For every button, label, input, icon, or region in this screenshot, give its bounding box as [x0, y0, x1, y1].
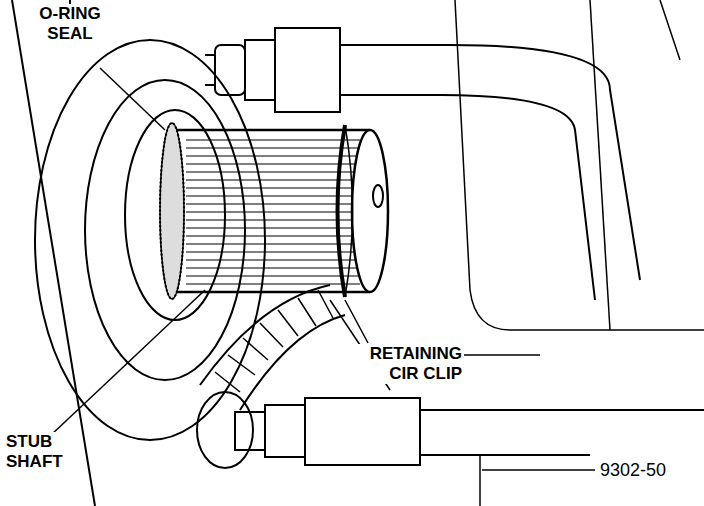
retaining-clip	[338, 125, 346, 297]
spline-groove	[186, 147, 360, 148]
leader-line	[462, 354, 540, 356]
frame-line	[660, 0, 680, 60]
spline-groove	[186, 275, 360, 276]
fitting-nut	[215, 45, 245, 95]
retaining-clip	[345, 125, 353, 297]
o-ring-outline	[160, 123, 184, 299]
leader-line	[50, 290, 205, 436]
spline-groove	[186, 243, 360, 244]
spline-groove	[186, 179, 360, 180]
shaft-bore	[125, 110, 225, 320]
spline-groove	[186, 219, 360, 220]
spline-groove	[186, 155, 360, 156]
spline-groove	[186, 203, 360, 204]
spline-groove	[186, 235, 360, 236]
spline-groove	[186, 139, 360, 140]
fitting-nut	[235, 412, 265, 450]
spline-groove	[186, 163, 360, 164]
figure-number: 9302-50	[598, 460, 668, 480]
hose-ribs	[215, 290, 333, 392]
o-ring-seal	[160, 123, 184, 299]
spline-groove	[186, 251, 360, 252]
thread	[205, 55, 215, 85]
spline-groove	[186, 259, 360, 260]
part-label: RETAINING CIR CLIP	[336, 344, 464, 384]
part-label: O-RING SEAL	[26, 4, 114, 44]
frame-line	[479, 455, 481, 506]
spline-groove	[186, 187, 360, 188]
tube-nut	[305, 398, 420, 465]
spline-groove	[186, 283, 360, 284]
spline-groove	[186, 267, 360, 268]
pump-face	[85, 80, 245, 380]
bracket-edge	[12, 0, 95, 506]
pressure-line	[340, 95, 595, 300]
leader-line	[345, 300, 368, 343]
leader-line	[100, 68, 165, 130]
tube-nut	[275, 28, 340, 112]
return-line	[420, 410, 704, 455]
pump-body	[35, 40, 265, 440]
shaft-end	[352, 130, 388, 292]
spline-groove	[186, 195, 360, 196]
part-label: STUB SHAFT	[4, 432, 74, 472]
fitting-hex	[245, 40, 275, 100]
shaft-hole	[373, 185, 383, 207]
spline-groove	[186, 227, 360, 228]
frame-line	[482, 469, 595, 471]
fitting-hex	[265, 405, 305, 457]
boss	[197, 392, 253, 468]
spline-groove	[186, 211, 360, 212]
spline-groove	[186, 171, 360, 172]
